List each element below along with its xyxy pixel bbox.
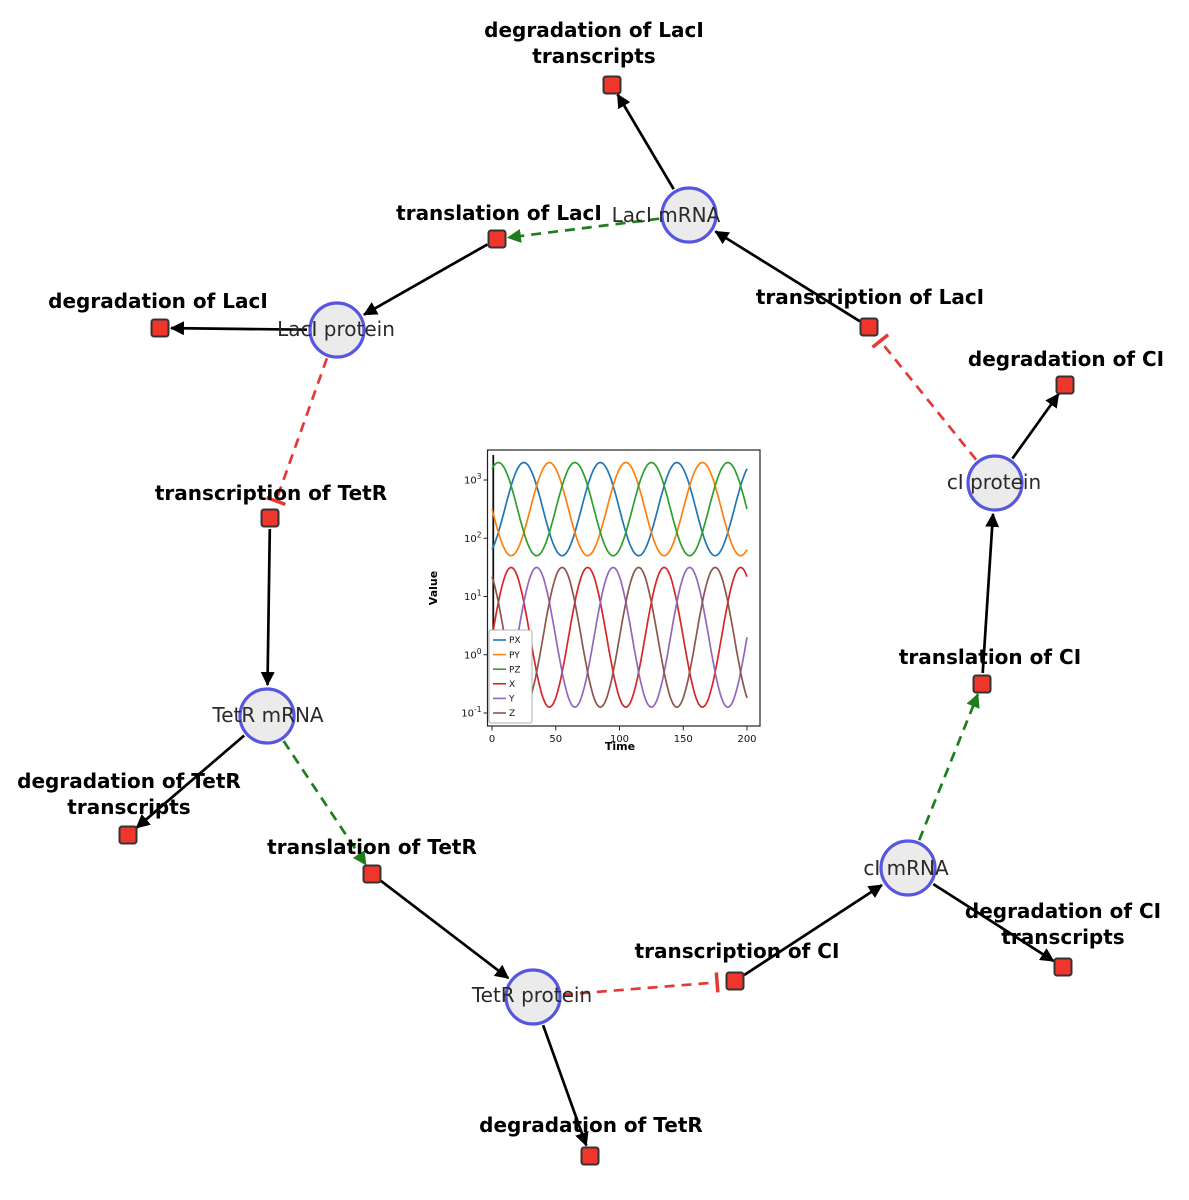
chart-x-tick-label-200: 200 — [737, 734, 756, 745]
legend-entry-X: X — [509, 680, 515, 690]
chart-y-tick-label-10e3: 103 — [464, 472, 482, 487]
reaction-node-deg-laci — [150, 318, 170, 338]
chart-x-tick-label-0: 0 — [489, 734, 495, 745]
reaction-label-tsl-tetr: translation of TetR — [267, 835, 477, 859]
species-node-tetr-protein — [504, 968, 562, 1026]
chart-series-Z — [491, 566, 748, 709]
edge-inhibition-laci-protein-to-txn-tetr — [265, 357, 329, 507]
chart-x-tick-label-100: 100 — [610, 734, 629, 745]
species-node-ci-protein — [966, 454, 1024, 512]
species-node-laci-mrna — [660, 186, 718, 244]
reaction-node-tsl-tetr — [362, 864, 382, 884]
reaction-node-deg-ci — [1055, 375, 1075, 395]
chart-y-tick-label-10e0: 100 — [464, 647, 482, 662]
edge-inhibition-ci-protein-to-txn-laci — [871, 333, 978, 461]
reaction-label-deg-laci-transcripts-line2: transcripts — [532, 44, 655, 68]
reaction-node-txn-tetr — [260, 508, 280, 528]
reaction-label-txn-ci: transcription of CI — [635, 939, 840, 963]
legend-entry-PZ: PZ — [509, 665, 521, 675]
species-label-laci-protein: LacI protein — [277, 317, 395, 341]
edge-production-tsl-tetr-to-tetr-protein — [379, 879, 510, 980]
chart-x-axis-label: Time — [605, 740, 635, 753]
species-label-laci-mrna: LacI mRNA — [612, 203, 721, 227]
reaction-node-tsl-ci — [972, 674, 992, 694]
reaction-node-txn-ci — [725, 971, 745, 991]
edge-consumption-ci-protein-to-deg-ci — [1011, 393, 1060, 460]
chart-y-tick-label-10e1: 101 — [464, 589, 482, 604]
chart-y-tick-label-10e2: 102 — [464, 530, 482, 545]
species-label-ci-mrna: cI mRNA — [863, 856, 949, 880]
chart-y-tick-exponent: 3 — [477, 472, 482, 481]
reaction-label-deg-ci-transcripts-line2: transcripts — [1001, 925, 1124, 949]
edge-inhibition-tetr-protein-to-txn-ci — [562, 972, 720, 996]
edge-production-tsl-laci-to-laci-protein — [363, 243, 489, 316]
edge-consumption-tetr-mrna-to-deg-tetr-transcripts — [135, 734, 246, 829]
reaction-node-txn-laci — [859, 317, 879, 337]
chart-y-axis-label: Value — [427, 571, 440, 605]
legend-entry-Y: Y — [508, 695, 515, 705]
legend-entry-PY: PY — [509, 651, 520, 661]
reaction-node-tsl-laci — [487, 229, 507, 249]
chart-y-tick-label-10e-1: 10-1 — [461, 705, 481, 720]
edge-modifier-laci-mrna-to-tsl-laci — [506, 217, 660, 243]
reaction-label-deg-ci-transcripts-line1: degradation of CI — [965, 899, 1161, 923]
edge-production-txn-laci-to-laci-mrna — [714, 230, 861, 323]
reaction-label-deg-ci: degradation of CI — [968, 347, 1164, 371]
chart-series-PZ — [491, 461, 748, 557]
reaction-node-deg-ci-transcripts — [1053, 957, 1073, 977]
edge-production-txn-tetr-to-tetr-mrna — [260, 528, 275, 686]
chart-series-PX — [491, 461, 748, 557]
chart-series-X — [491, 566, 748, 709]
reaction-label-deg-tetr: degradation of TetR — [479, 1113, 703, 1137]
edge-consumption-laci-protein-to-deg-laci — [170, 321, 308, 336]
reaction-label-tsl-ci: translation of CI — [899, 645, 1081, 669]
chart-x-tick-label-150: 150 — [674, 734, 693, 745]
reaction-label-deg-laci-transcripts-line1: degradation of LacI — [484, 18, 704, 42]
species-label-tetr-mrna: TetR mRNA — [211, 703, 324, 727]
chart-legend: PX PY PZ XYZ — [488, 629, 533, 724]
chart-x-tick-label-50: 50 — [549, 734, 562, 745]
reaction-label-deg-tetr-transcripts-line1: degradation of TetR — [17, 769, 241, 793]
legend-entry-Z: Z — [509, 709, 515, 719]
species-node-tetr-mrna — [238, 687, 296, 745]
edge-modifier-ci-mrna-to-tsl-ci — [917, 693, 980, 841]
nodes-layer — [118, 75, 1075, 1166]
edge-consumption-ci-mrna-to-deg-ci-transcripts — [932, 882, 1055, 963]
species-node-laci-protein — [308, 301, 366, 359]
chart-series-Y — [491, 566, 748, 709]
edge-modifier-tetr-mrna-to-tsl-tetr — [282, 740, 368, 866]
chart-legend-box — [488, 629, 533, 724]
chart-y-tick-exponent: 1 — [477, 589, 482, 598]
reaction-label-txn-laci: transcription of LacI — [756, 285, 984, 309]
legend-entry-PX: PX — [509, 636, 521, 646]
chart-y-tick-exponent: 2 — [477, 530, 482, 539]
edge-production-txn-ci-to-ci-mrna — [743, 883, 883, 977]
edge-consumption-laci-mrna-to-deg-laci-transcripts — [616, 93, 675, 190]
reaction-node-deg-laci-transcripts — [602, 75, 622, 95]
reaction-label-txn-tetr: transcription of TetR — [155, 481, 387, 505]
reaction-node-deg-tetr-transcripts — [118, 825, 138, 845]
chart-y-tick-exponent: -1 — [474, 705, 482, 714]
edges-layer — [135, 93, 1060, 1147]
reaction-label-tsl-laci: translation of LacI — [396, 201, 602, 225]
species-label-ci-protein: cI protein — [947, 470, 1041, 494]
species-label-tetr-protein: TetR protein — [471, 983, 592, 1007]
reaction-label-deg-laci: degradation of LacI — [48, 289, 268, 313]
chart-series-PY — [491, 461, 748, 557]
reaction-label-deg-tetr-transcripts-line2: transcripts — [67, 795, 190, 819]
reaction-node-deg-tetr — [580, 1146, 600, 1166]
edge-production-tsl-ci-to-ci-protein — [981, 512, 1000, 674]
edge-consumption-tetr-protein-to-deg-tetr — [541, 1024, 589, 1147]
chart-y-tick-exponent: 0 — [477, 647, 482, 656]
species-node-ci-mrna — [879, 839, 937, 897]
